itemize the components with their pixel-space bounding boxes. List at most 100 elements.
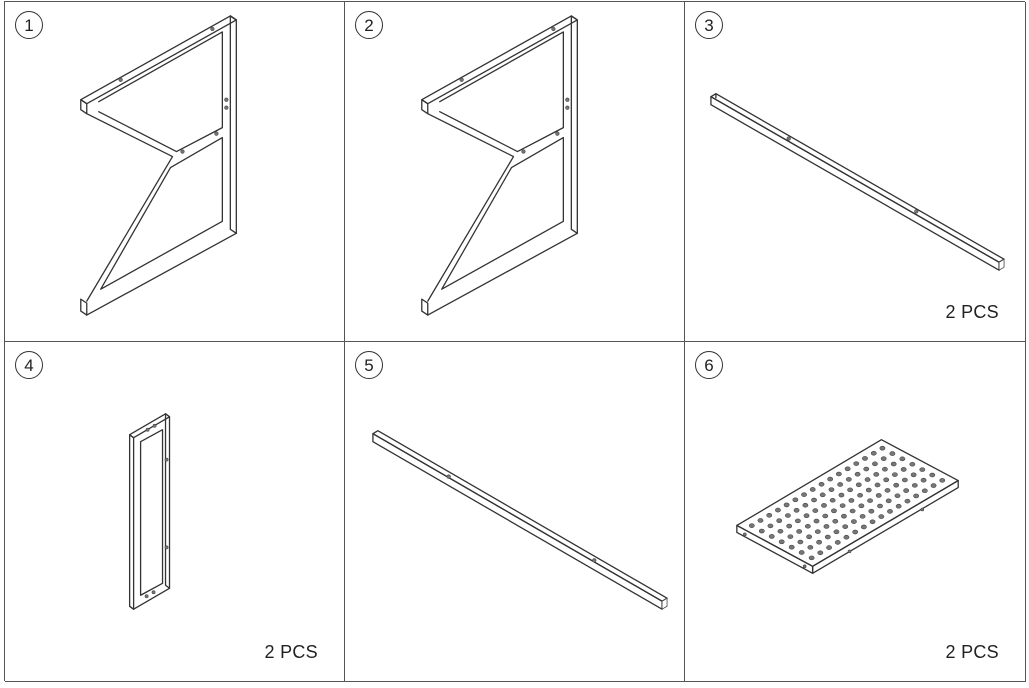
- perforation-hole: [809, 487, 816, 492]
- perforation-hole: [909, 461, 916, 467]
- perforation-hole: [877, 503, 883, 509]
- rectangular-frame-icon: [128, 413, 171, 610]
- perforation-hole: [855, 482, 862, 488]
- perforation-hole: [864, 477, 871, 482]
- quantity-label: 2 PCS: [264, 642, 318, 662]
- perforation-hole: [880, 456, 887, 461]
- perforation-hole: [824, 534, 831, 540]
- perforation-hole: [900, 467, 907, 472]
- perforation-hole: [844, 466, 851, 472]
- perforation-hole: [827, 476, 834, 482]
- perforation-hole: [862, 456, 868, 461]
- perforation-hole: [808, 555, 815, 561]
- part-number-badge: 2: [355, 11, 383, 39]
- perforation-hole: [793, 508, 800, 513]
- perforation-hole: [885, 498, 892, 504]
- part-number-badge: 6: [695, 351, 723, 379]
- perforation-hole: [913, 493, 920, 499]
- perforation-hole: [798, 550, 805, 555]
- perforation-hole: [768, 534, 775, 539]
- perforation-hole: [835, 471, 842, 477]
- perforation-hole: [890, 461, 897, 467]
- perforation-hole: [910, 472, 917, 478]
- perforation-hole: [792, 497, 799, 503]
- perforation-hole: [869, 519, 876, 525]
- perforation-hole: [875, 493, 882, 498]
- perforation-hole: [929, 472, 936, 478]
- perforation-hole: [777, 528, 784, 534]
- long-beam-icon: [710, 93, 1005, 271]
- perforation-hole: [783, 502, 790, 508]
- parts-grid: 1 2: [4, 1, 1026, 682]
- perforation-hole: [847, 487, 854, 493]
- perforation-hole: [884, 488, 891, 493]
- x-frame-leg-icon: [421, 15, 578, 316]
- perforation-hole: [859, 514, 866, 519]
- perforation-hole: [818, 481, 825, 487]
- perforation-hole: [843, 534, 850, 540]
- perforation-hole: [803, 513, 810, 518]
- perforation-hole: [901, 477, 908, 483]
- perforation-hole: [854, 471, 861, 477]
- perforation-hole: [807, 545, 814, 550]
- perforation-hole: [894, 493, 901, 499]
- perforation-hole: [860, 524, 867, 530]
- perforation-hole: [872, 461, 878, 467]
- perforation-hole: [853, 461, 860, 466]
- perforation-hole: [873, 472, 880, 477]
- perforation-hole: [891, 472, 898, 477]
- perforation-hole: [821, 503, 827, 508]
- perforation-hole: [920, 477, 927, 483]
- perforation-hole: [834, 540, 841, 545]
- perforation-hole: [797, 539, 804, 545]
- perforation-hole: [813, 518, 820, 524]
- perforation-hole: [899, 456, 906, 462]
- perforation-hole: [787, 534, 794, 539]
- perforation-hole: [863, 466, 870, 472]
- perforation-hole: [867, 498, 873, 503]
- perforation-hole: [904, 498, 911, 504]
- quantity-label: 2 PCS: [945, 302, 999, 322]
- perforation-hole: [919, 467, 926, 472]
- part-cell-3: 3 2 PCS: [685, 2, 1026, 342]
- perforation-hole: [776, 518, 783, 523]
- perforation-hole: [757, 518, 764, 523]
- part-cell-6: 6 2 PCS: [685, 342, 1026, 682]
- perforation-hole: [845, 477, 852, 482]
- perforation-hole: [831, 508, 837, 514]
- perforation-hole: [814, 529, 821, 534]
- perforation-hole: [870, 450, 877, 456]
- perforation-hole: [883, 477, 890, 483]
- perforated-shelf-icon: [736, 439, 959, 574]
- perforation-hole: [903, 488, 910, 493]
- perforation-hole: [887, 509, 893, 514]
- perforation-hole: [833, 529, 840, 535]
- perforation-hole: [895, 503, 902, 509]
- perforation-hole: [839, 503, 846, 508]
- perforation-hole: [819, 492, 826, 498]
- perforation-hole: [858, 503, 865, 509]
- perforation-hole: [930, 483, 937, 488]
- perforation-hole: [832, 518, 839, 524]
- perforation-hole: [767, 523, 774, 529]
- perforation-hole: [816, 539, 822, 545]
- part-cell-1: 1: [5, 2, 345, 342]
- perforation-hole: [882, 466, 888, 472]
- perforation-hole: [838, 492, 845, 498]
- part-number-badge: 3: [695, 11, 723, 39]
- x-frame-leg-icon: [80, 15, 237, 316]
- perforation-hole: [828, 487, 835, 492]
- part-cell-2: 2: [345, 2, 685, 342]
- perforation-hole: [879, 445, 886, 451]
- perforation-hole: [893, 482, 900, 488]
- perforation-hole: [822, 513, 829, 519]
- perforation-hole: [878, 514, 885, 519]
- perforation-hole: [806, 534, 813, 540]
- perforation-hole: [748, 523, 755, 528]
- perforation-hole: [868, 508, 875, 514]
- part-number-badge: 1: [15, 11, 43, 39]
- perforation-hole: [775, 507, 781, 513]
- perforation-hole: [778, 539, 785, 545]
- perforation-hole: [801, 492, 807, 497]
- perforation-hole: [766, 512, 773, 518]
